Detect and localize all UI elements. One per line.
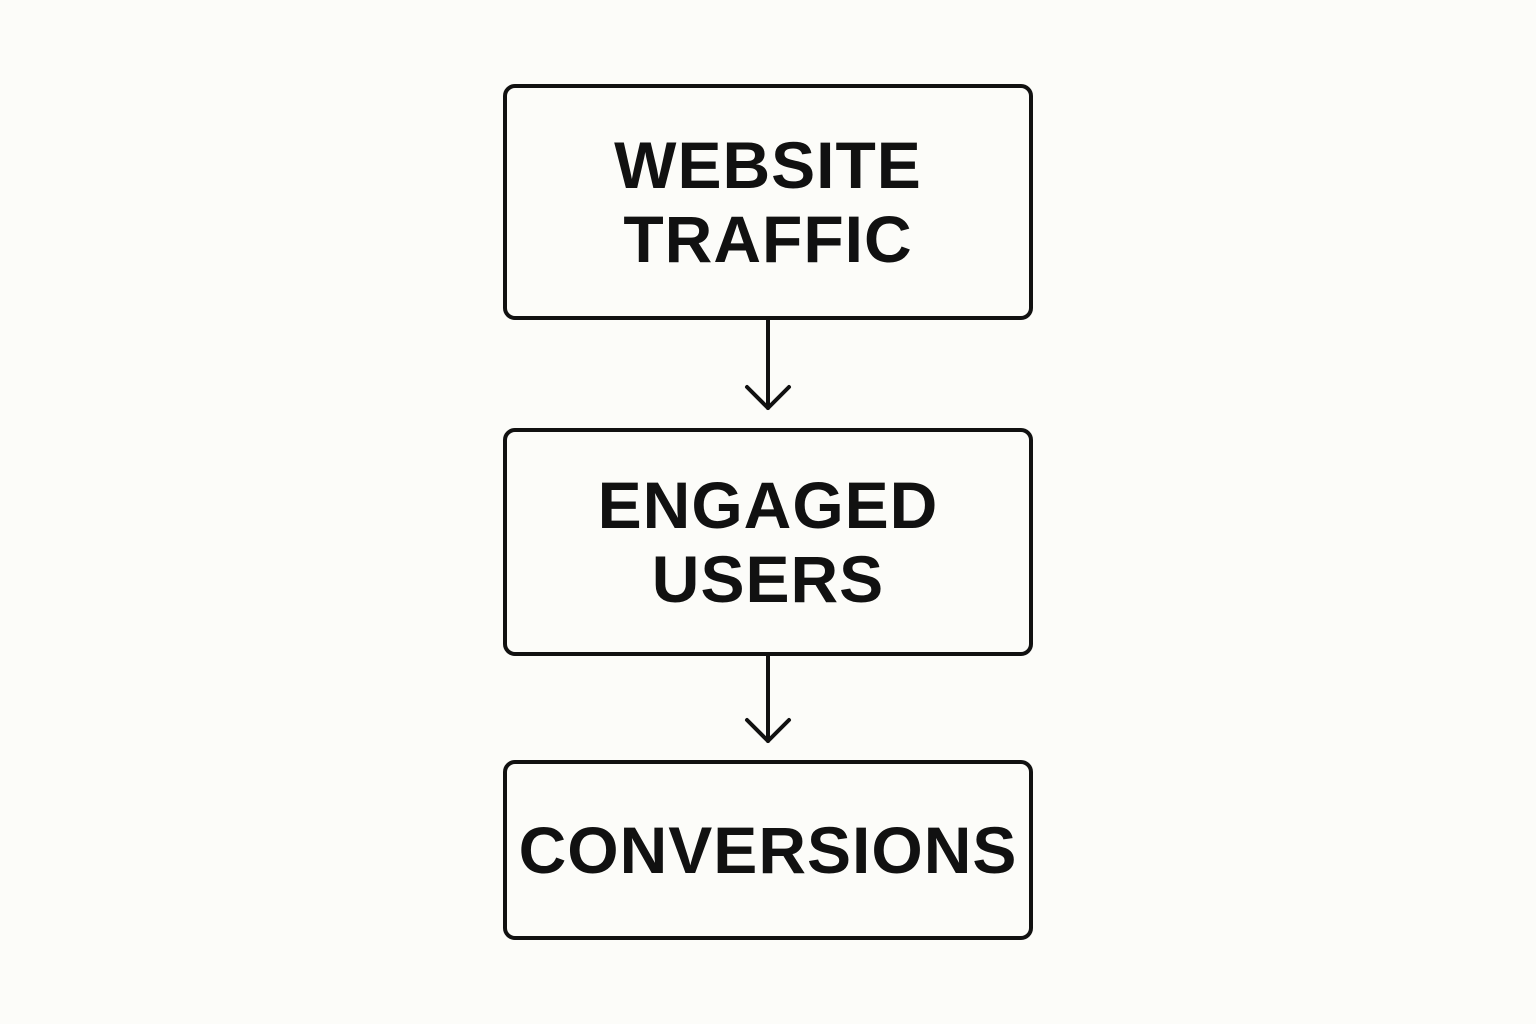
node-label-line: ENGAGED	[597, 468, 939, 542]
node-label: WEBSITE TRAFFIC	[614, 128, 922, 276]
node-label-line: CONVERSIONS	[518, 813, 1018, 887]
node-engaged-users: ENGAGED USERS	[503, 428, 1033, 656]
node-label: ENGAGED USERS	[598, 468, 939, 616]
node-label-line: TRAFFIC	[623, 202, 913, 276]
node-label-line: WEBSITE	[614, 128, 922, 202]
node-website-traffic: WEBSITE TRAFFIC	[503, 84, 1033, 320]
node-conversions: CONVERSIONS	[503, 760, 1033, 940]
arrow-users-to-conversions	[745, 654, 791, 743]
arrow-down-icon	[745, 718, 791, 743]
node-label-line: USERS	[651, 542, 885, 616]
arrow-down-icon	[745, 385, 791, 410]
node-label: CONVERSIONS	[519, 813, 1018, 887]
arrow-traffic-to-users	[745, 318, 791, 410]
